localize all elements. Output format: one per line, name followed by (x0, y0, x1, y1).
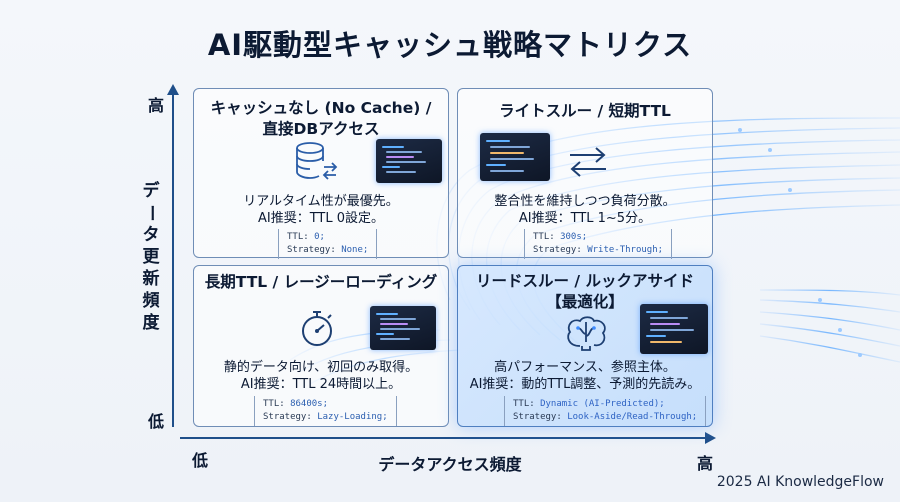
code-preview-image (480, 133, 550, 181)
config-code-block: TTL: Dynamic (AI-Predicted); Strategy: L… (504, 396, 707, 426)
code-value: Write-Through; (587, 245, 664, 255)
code-key: Strategy: (513, 412, 568, 422)
quadrant-title-line: 直接DBアクセス (262, 120, 380, 138)
code-preview-image (376, 139, 442, 183)
description-line: 静的データ向け、初回のみ取得。 (223, 360, 419, 375)
y-axis-title-char: 新 (142, 269, 160, 289)
quadrant-title: 長期TTL / レージーローディング (194, 272, 448, 293)
x-axis-low-label: 低 (192, 451, 209, 470)
quadrant-description: リアルタイム性が最優先。 AI推奨：TTL 0設定。 (194, 193, 448, 227)
quadrant-title: リードスルー / ルックアサイド 【最適化】 (458, 271, 712, 313)
description-line: リアルタイム性が最優先。 (243, 194, 399, 209)
description-line: AI推奨：TTL 24時間以上。 (240, 377, 402, 392)
swap-arrows-icon (570, 147, 606, 177)
code-value: None; (341, 245, 369, 255)
y-axis-line (172, 92, 174, 427)
code-key: Strategy: (287, 245, 342, 255)
quadrant-title-line: キャッシュなし (No Cache) / (210, 99, 432, 117)
y-axis-arrow-icon (167, 84, 179, 95)
x-axis-arrow-icon (705, 432, 716, 444)
quadrant-title-line: 長期TTL / レージーローディング (204, 273, 438, 291)
code-value: Lazy-Loading; (317, 412, 388, 422)
quadrant-title: キャッシュなし (No Cache) / 直接DBアクセス (194, 98, 448, 140)
config-code-block: TTL: 300s; Strategy: Write-Through; (524, 229, 673, 259)
code-value: 86400s; (290, 399, 329, 409)
code-value: Dynamic (AI-Predicted); (540, 399, 665, 409)
code-preview-image (370, 306, 436, 350)
y-axis-title-char: 度 (142, 313, 160, 333)
page-title: AI駆動型キャッシュ戦略マトリクス (207, 28, 693, 62)
y-axis-title-char: タ (142, 225, 160, 245)
quadrant-write-through: ライトスルー / 短期TTL 整合性を維持しつつ負荷分散。 AI推奨：TTL 1… (457, 88, 713, 259)
code-value: 300s; (560, 232, 588, 242)
y-axis-title-char: 更 (142, 247, 160, 267)
code-key: Strategy: (263, 412, 318, 422)
description-line: 整合性を維持しつつ負荷分散。 (494, 194, 676, 209)
quadrant-description: 静的データ向け、初回のみ取得。 AI推奨：TTL 24時間以上。 (194, 359, 448, 393)
y-axis-title-char: デ (142, 181, 160, 201)
database-sync-icon (296, 142, 338, 180)
description-line: AI推奨：動的TTL調整、予測的先読み。 (469, 377, 701, 392)
config-code-block: TTL: 86400s; Strategy: Lazy-Loading; (254, 396, 397, 426)
y-axis-low-label: 低 (148, 412, 165, 431)
y-axis-high-label: 高 (148, 96, 165, 115)
code-key: TTL: (287, 232, 315, 242)
description-line: 高パフォーマンス、参照主体。 (494, 360, 676, 375)
description-line: AI推奨：TTL 1~5分。 (518, 211, 652, 226)
y-axis-title-char: 頻 (142, 291, 160, 311)
quadrant-lazy-loading: 長期TTL / レージーローディング 静的データ向け、初回のみ取得。 AI推奨：… (193, 265, 449, 427)
quadrant-description: 高パフォーマンス、参照主体。 AI推奨：動的TTL調整、予測的先読み。 (458, 359, 712, 393)
quadrant-title-line: リードスルー / ルックアサイド (476, 272, 694, 290)
x-axis-title: データアクセス頻度 (378, 455, 522, 474)
y-axis-title: デ ー タ 更 新 頻 度 (140, 180, 162, 334)
code-value: 0; (314, 232, 325, 242)
stopwatch-icon (302, 311, 332, 346)
description-line: AI推奨：TTL 0設定。 (257, 211, 385, 226)
code-key: TTL: (513, 399, 541, 409)
quadrant-read-through-optimized: リードスルー / ルックアサイド 【最適化】 高パフォーマンス、参照主体。 AI… (457, 265, 713, 427)
quadrant-description: 整合性を維持しつつ負荷分散。 AI推奨：TTL 1~5分。 (458, 193, 712, 227)
code-key: TTL: (533, 232, 561, 242)
code-value: Look-Aside/Read-Through; (567, 412, 698, 422)
code-key: TTL: (263, 399, 291, 409)
quadrant-no-cache: キャッシュなし (No Cache) / 直接DBアクセス リアルタイム性が最優… (193, 88, 449, 259)
quadrant-title-line: ライトスルー / 短期TTL (499, 102, 671, 120)
footer-credit: 2025 AI KnowledgeFlow (716, 474, 884, 490)
ai-brain-icon (567, 316, 606, 351)
quadrant-title-line: 【最適化】 (546, 293, 624, 311)
quadrant-title: ライトスルー / 短期TTL (458, 101, 712, 122)
y-axis-title-char: ー (141, 204, 161, 222)
code-preview-image (640, 304, 708, 354)
code-key: Strategy: (533, 245, 588, 255)
x-axis-line (180, 437, 707, 439)
x-axis-high-label: 高 (697, 454, 714, 473)
config-code-block: TTL: 0; Strategy: None; (278, 229, 378, 259)
